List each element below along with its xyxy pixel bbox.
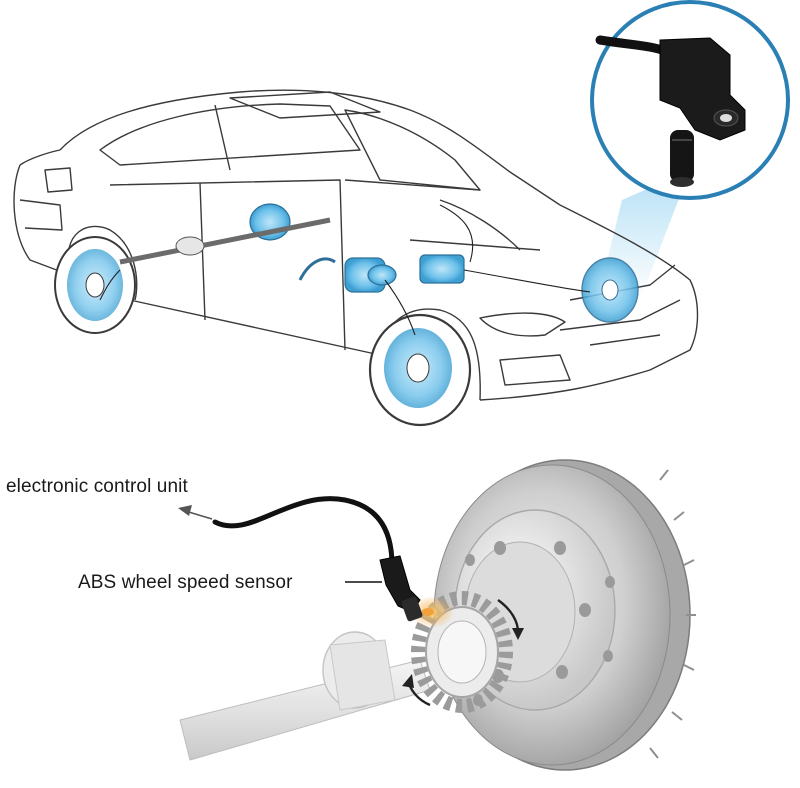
car-body <box>13 89 699 401</box>
ecu-arrow <box>178 505 213 520</box>
front-wheel <box>368 313 472 427</box>
rotation-arrows <box>402 599 524 707</box>
rear-wheel <box>54 236 136 334</box>
axle-shaft <box>179 631 431 761</box>
front-left-brake <box>581 257 639 323</box>
sensor-label: ABS wheel speed sensor <box>78 572 293 593</box>
drive-shaft <box>119 217 331 265</box>
abs-components <box>249 203 465 293</box>
ecu-label: electronic control unit <box>6 476 188 497</box>
tone-ring <box>411 591 513 713</box>
wheel-speed-sensor <box>212 496 434 622</box>
sensor-callout <box>590 0 790 200</box>
